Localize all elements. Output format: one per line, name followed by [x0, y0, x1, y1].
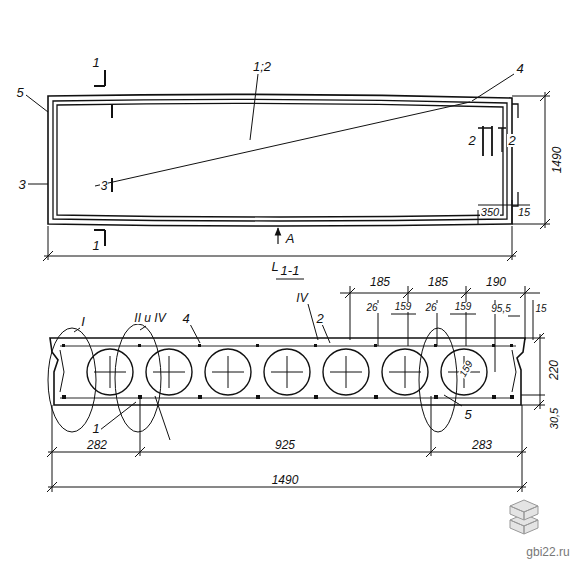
dimension-label: 282: [86, 439, 108, 451]
dimension-label: 1490: [271, 474, 300, 486]
dimension-label: IV: [295, 292, 308, 304]
dimension-label: 1: [91, 56, 100, 69]
dimension-label: 2: [467, 134, 476, 147]
dimension-label: 159: [394, 302, 413, 312]
dimension-label: 220: [548, 359, 560, 381]
dimension-label: 3: [17, 178, 26, 191]
watermark: gbi22.ru: [525, 546, 570, 558]
dimension-label: I: [80, 315, 86, 328]
dimension-label: II и IV: [133, 312, 166, 324]
dimension-label: 4: [515, 62, 524, 75]
dimension-label: L: [270, 260, 279, 273]
dimension-label: 1490: [551, 146, 563, 175]
dimension-label: 15: [534, 304, 547, 314]
dimension-label: 26: [424, 303, 437, 313]
dimension-label: 2: [315, 312, 324, 325]
dimension-label: 1: [91, 239, 100, 252]
dimension-label: 5: [15, 86, 24, 99]
dimension-label: A: [285, 232, 296, 245]
dimension-label: 1;2: [252, 60, 272, 73]
dimension-label: 159: [454, 302, 473, 312]
dimension-label: 1-1: [280, 264, 301, 277]
dimension-label: 1: [91, 422, 100, 435]
dimension-label: 185: [369, 276, 391, 288]
dimension-label: 26: [365, 303, 378, 313]
dimension-label: 350: [480, 207, 500, 218]
dimension-label: 185: [427, 276, 449, 288]
dimension-label: 15: [517, 207, 531, 218]
dimension-label: 4: [181, 312, 190, 325]
dimension-label: 30,5: [549, 406, 560, 429]
dimension-label: 95,5: [490, 304, 511, 314]
dimension-label: 5: [463, 408, 472, 421]
dimension-label: 3: [100, 180, 109, 192]
dimension-label: 159: [457, 358, 475, 379]
dimension-label: 925: [274, 439, 296, 451]
dimension-label: 283: [471, 439, 493, 451]
dimension-label: 190: [485, 276, 507, 288]
dimension-label: 2: [507, 134, 516, 147]
